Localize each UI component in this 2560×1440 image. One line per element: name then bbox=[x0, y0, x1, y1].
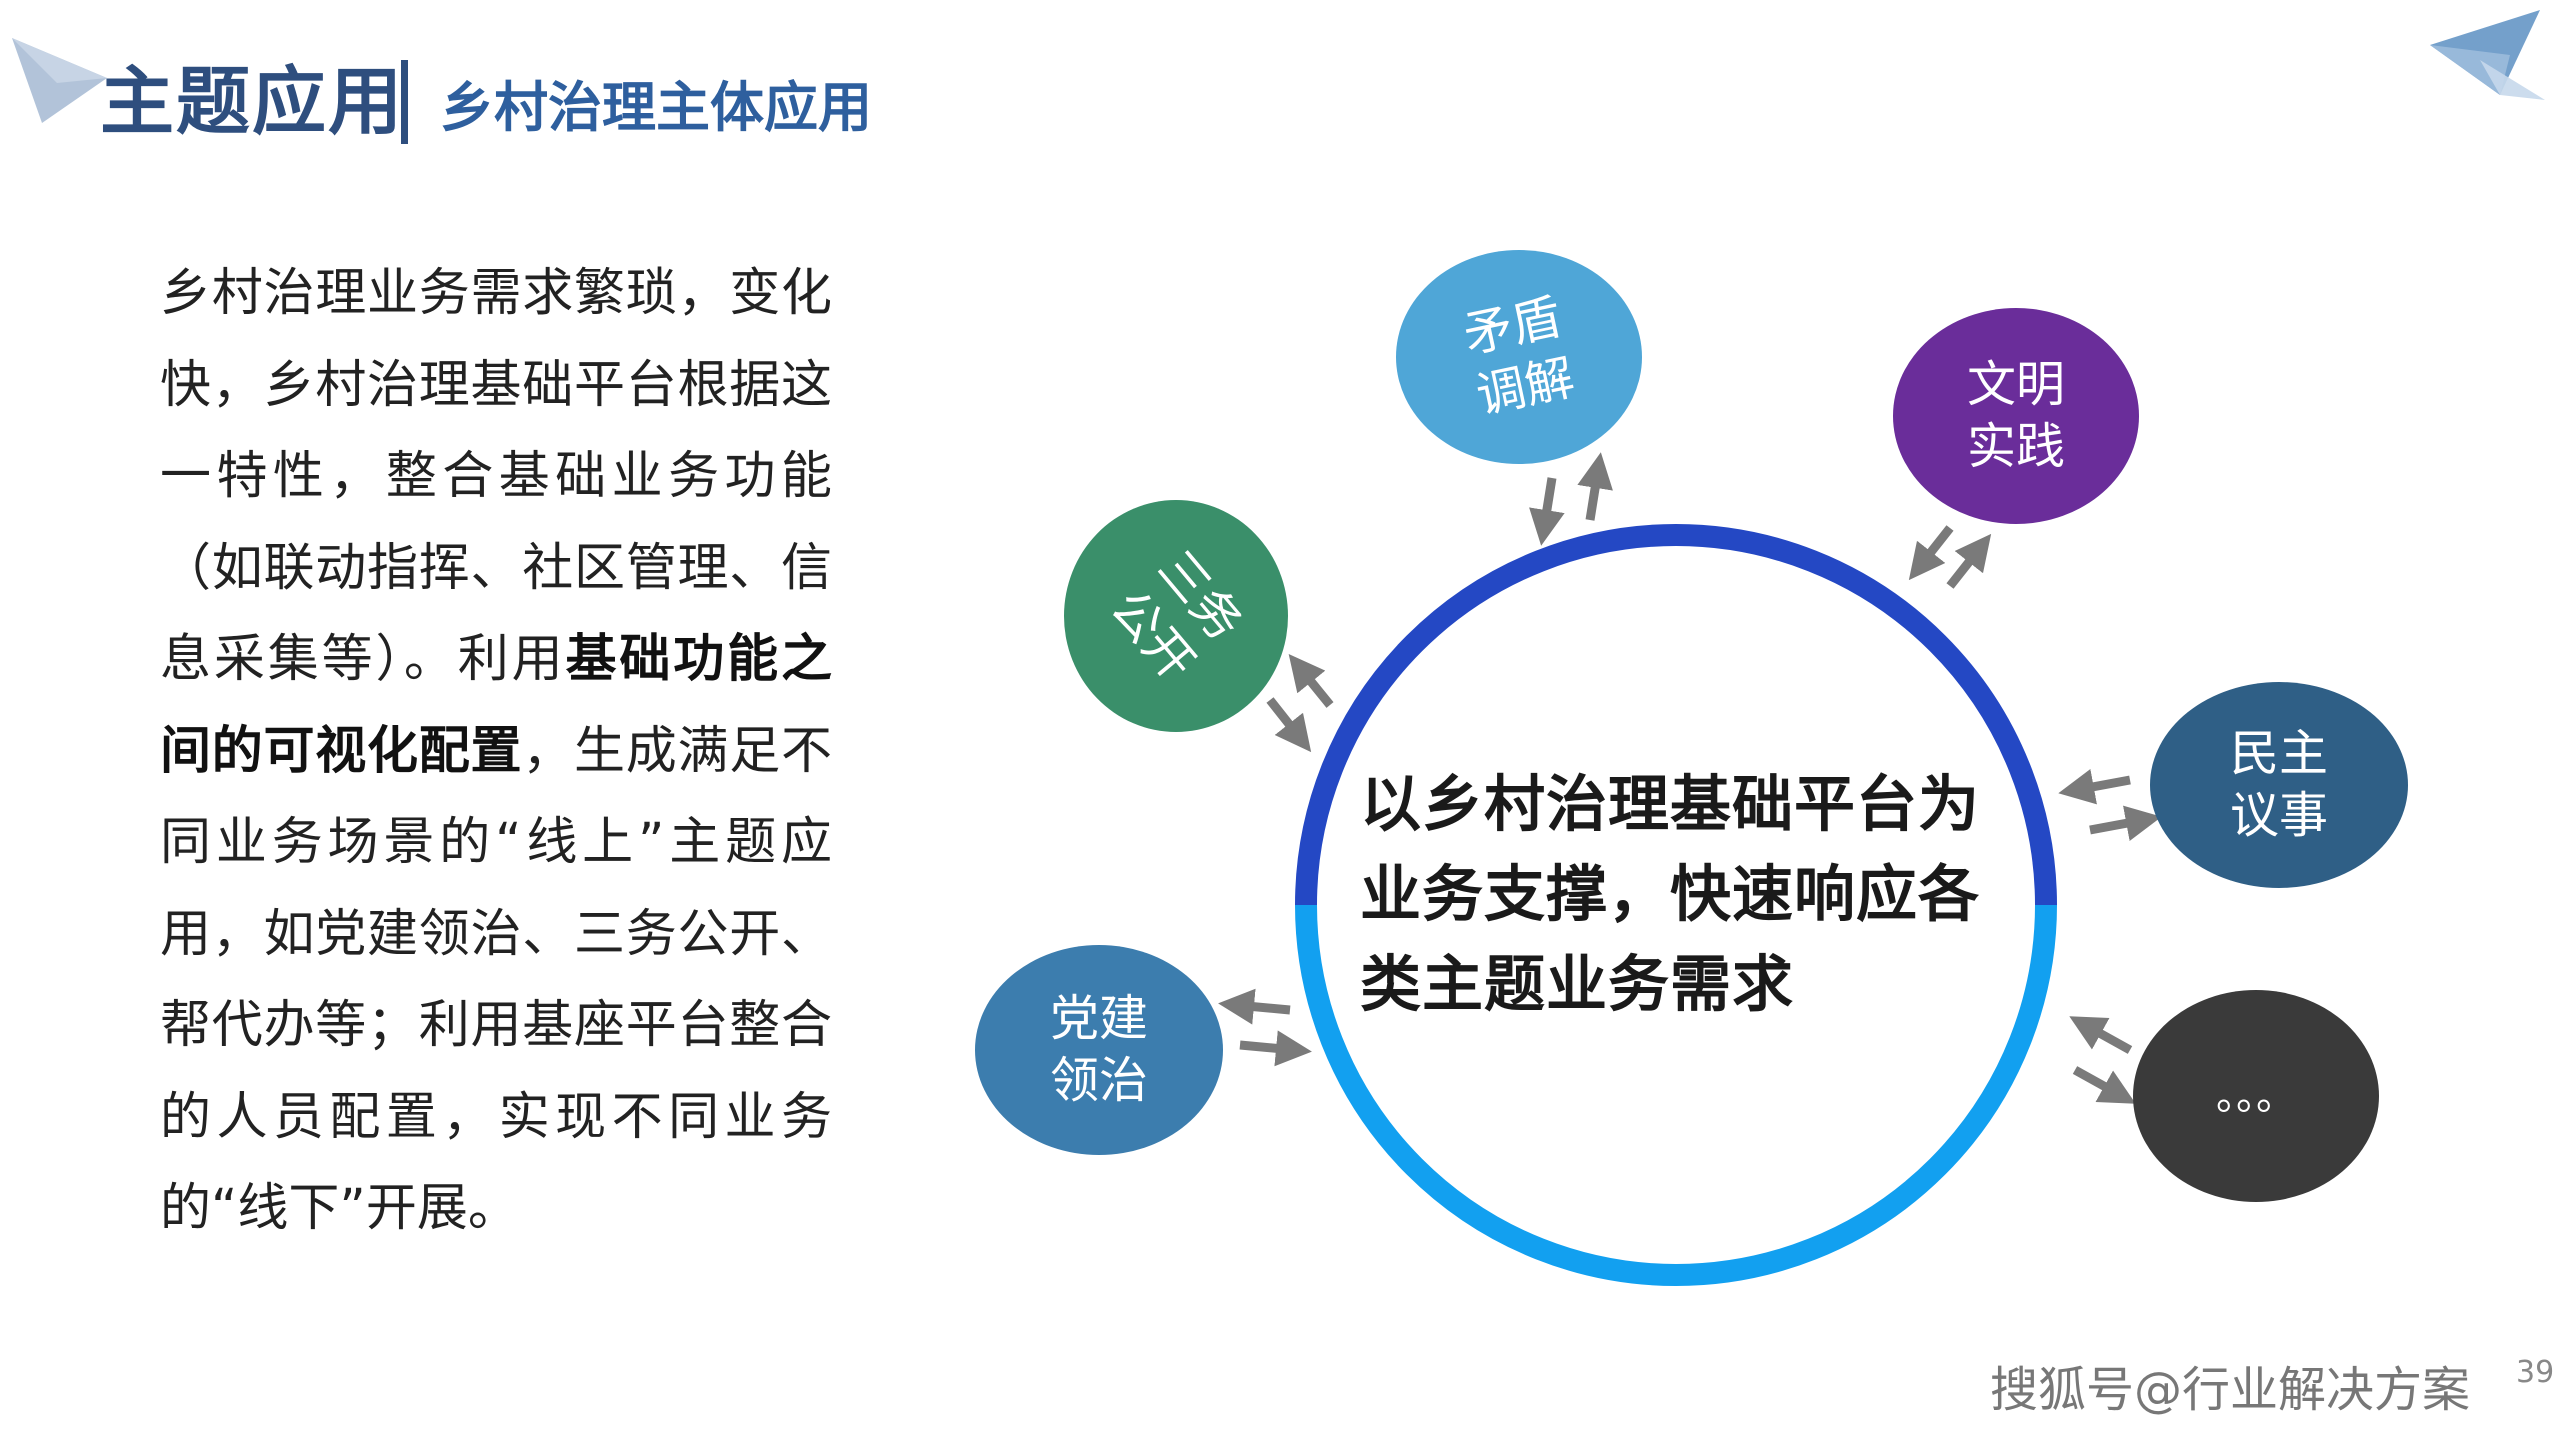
node-civilization-label: 文明 实践 bbox=[1966, 356, 2065, 475]
arrow-affairs-up bbox=[1288, 654, 1334, 708]
page-number: 39 bbox=[2516, 1355, 2555, 1390]
arrow-mediation-up bbox=[1577, 452, 1613, 521]
node-three-affairs-label: 三务 公开 bbox=[1099, 539, 1254, 692]
connector-arrows bbox=[1218, 452, 2162, 1104]
arrow-mediation-down bbox=[1529, 477, 1565, 546]
decorative-triangle-right bbox=[2430, 10, 2545, 100]
node-democracy: 民主 议事 bbox=[2150, 682, 2408, 888]
body-paragraph: 乡村治理业务需求繁琐，变化快，乡村治理基础平台根据这一特性，整合基础业务功能（如… bbox=[160, 248, 832, 1255]
node-more-label: 。。。 bbox=[2216, 1073, 2296, 1119]
watermark-text: 搜狐号@行业解决方案 bbox=[1990, 1362, 2471, 1418]
node-mediation-label: 矛盾 调解 bbox=[1458, 288, 1580, 425]
arrow-more-left bbox=[2069, 1016, 2133, 1054]
body-text-part2: ，生成满足不同业务场景的“线上”主题应用，如党建领治、三务公开、帮代办等；利用基… bbox=[160, 721, 832, 1239]
page-subtitle: 乡村治理主体应用 bbox=[440, 76, 872, 139]
node-party-label: 党建 领治 bbox=[1049, 990, 1148, 1109]
arrow-affairs-down bbox=[1266, 697, 1312, 753]
body-text-part1: 乡村治理业务需求繁琐，变化快，乡村治理基础平台根据这一特性，整合基础业务功能（如… bbox=[160, 264, 832, 689]
arrow-more-right bbox=[2072, 1066, 2136, 1104]
title-divider bbox=[401, 60, 408, 144]
arrow-party-left bbox=[1218, 988, 1291, 1025]
node-mediation: 矛盾 调解 bbox=[1396, 250, 1642, 464]
node-civilization: 文明 实践 bbox=[1893, 308, 2139, 524]
arrow-democracy-right bbox=[2089, 805, 2162, 841]
node-party: 党建 领治 bbox=[975, 945, 1223, 1155]
arrow-party-right bbox=[1239, 1030, 1312, 1067]
ring-top-arc bbox=[1295, 524, 2057, 906]
center-statement: 以乡村治理基础平台为业务支撑，快速响应各类主题业务需求 bbox=[1360, 769, 1981, 1020]
node-democracy-label: 民主 议事 bbox=[2229, 725, 2328, 844]
node-more: 。。。 bbox=[2133, 990, 2379, 1202]
page-title: 主题应用 bbox=[100, 59, 404, 145]
arrow-civilization-down bbox=[1908, 525, 1954, 581]
decorative-triangle-left bbox=[12, 38, 107, 123]
node-three-affairs: 三务 公开 bbox=[1064, 500, 1288, 732]
ring-bottom-arc bbox=[1295, 904, 2057, 1286]
arrow-civilization-up bbox=[1946, 533, 1992, 589]
body-text-bold: 基础功能之间的可视化配置 bbox=[160, 630, 832, 781]
arrow-democracy-left bbox=[2058, 769, 2131, 805]
